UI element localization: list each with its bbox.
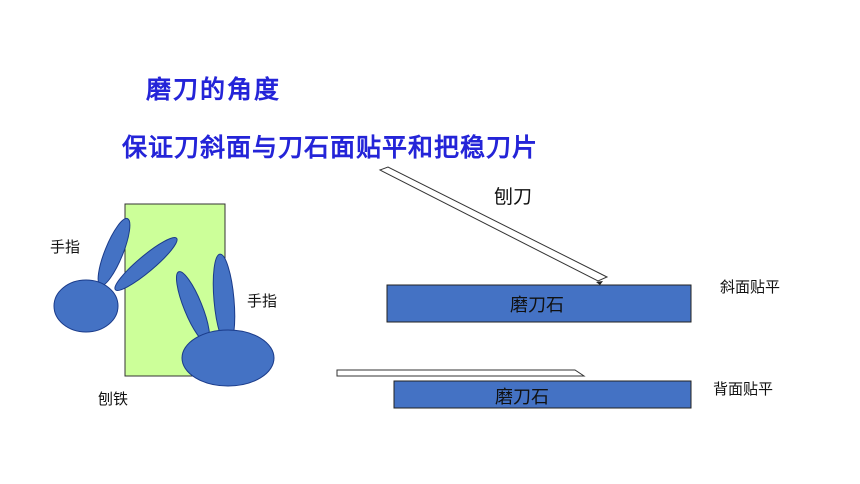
plane-blade-angled [378,166,609,282]
plane-blade-label: 刨刀 [494,186,533,208]
blade-tip-marker [596,281,603,285]
page-title: 磨刀的角度 [146,75,282,104]
whetstone-top-label: 磨刀石 [510,295,564,316]
back-flat-label: 背面贴平 [713,380,774,398]
whetstone-bottom-label: 磨刀石 [495,387,549,408]
bevel-flat-label: 斜面贴平 [720,278,781,296]
palm-right [181,329,275,387]
palm-left [53,279,119,333]
plane-iron-label: 刨铁 [98,390,129,408]
finger-left-label: 手指 [50,238,81,256]
whetstone-top [386,284,692,323]
finger-right-label: 手指 [247,292,278,310]
whetstone-bottom [393,380,692,409]
finger-left-short [114,237,178,291]
page-subtitle: 保证刀斜面与刀石面贴平和把稳刀片 [122,133,539,162]
plane-blade-flat [336,369,586,377]
